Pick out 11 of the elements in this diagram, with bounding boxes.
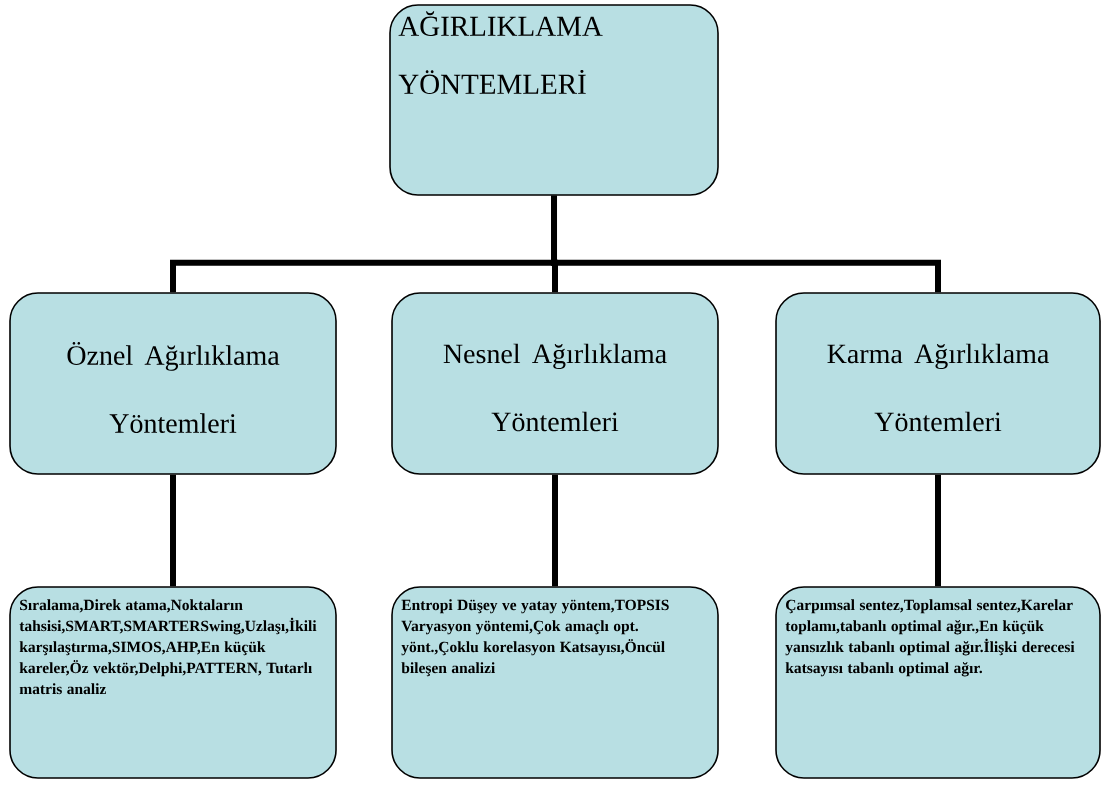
category-box: Nesnel Ağırlıklama Yöntemleri	[391, 292, 719, 475]
title-box: AĞIRLIKLAMA YÖNTEMLERİ	[389, 4, 719, 196]
connector-line	[552, 474, 558, 587]
connector-line	[551, 195, 941, 293]
method-list-box: Çarpımsal sentez,Toplamsal sentez,Karelar toplamı,tabanlı optimal ağır.,En küçük yansızlık tabanlı optimal ağır.İlişki derecesi katsayısı tabanlı optimal ağır.	[775, 586, 1101, 779]
category-box: Karma Ağırlıklama Yöntemleri	[775, 292, 1101, 475]
method-list-box: Entropi Düşey ve yatay yöntem,TOPSIS Varyasyon yöntemi,Çok amaçlı opt. yönt.,Çoklu korelasyon Katsayısı,Öncül bileşen analizi	[391, 586, 719, 779]
connector-line	[935, 474, 941, 587]
method-list-box: Sıralama,Direk atama,Noktaların tahsisi,SMART,SMARTERSwing,Uzlaşı,İkili karşılaştırma,SIMOS,AHP,En küçük kareler,Öz vektör,Delphi,PATTERN, Tutarlı matris analiz	[9, 586, 337, 779]
connector-line	[170, 474, 176, 587]
category-box: Öznel Ağırlıklama Yöntemleri	[9, 292, 337, 475]
